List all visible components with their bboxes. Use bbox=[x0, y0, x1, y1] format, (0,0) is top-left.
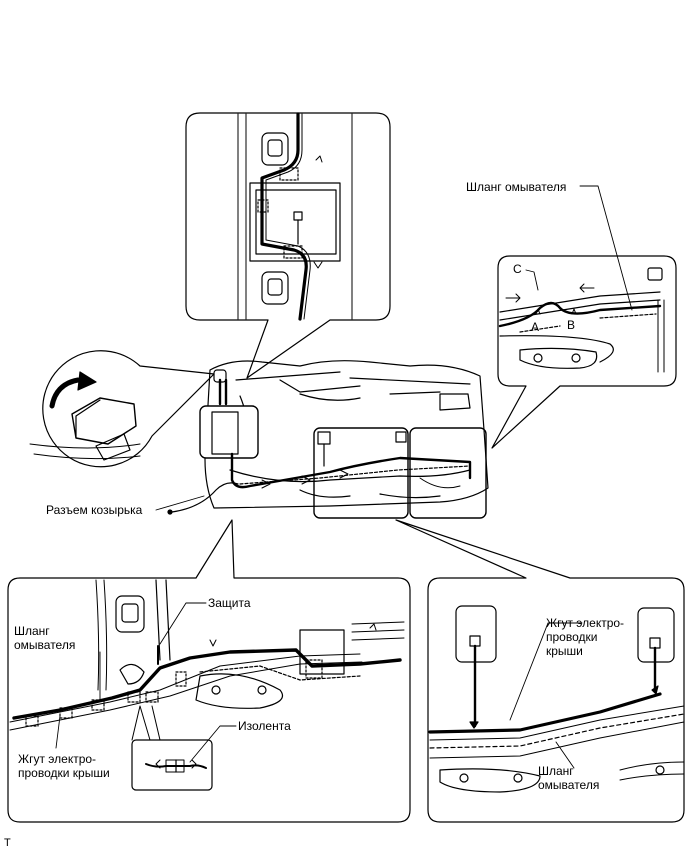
protector-label: Защита bbox=[208, 596, 251, 610]
visor-connector-callout bbox=[29, 350, 215, 468]
roof-overview bbox=[167, 360, 489, 519]
roof-harness-label-right: Жгут электро- проводки крыши bbox=[546, 616, 625, 658]
insulating-tape-label: Изолента bbox=[238, 719, 291, 733]
roof-harness-label-left: Жгут электро- проводки крыши bbox=[18, 752, 110, 780]
top-detail-callout bbox=[185, 112, 391, 379]
corner-mark: T bbox=[4, 837, 11, 849]
washer-hose-label-top: Шланг омывателя bbox=[466, 180, 567, 194]
leader-lines bbox=[55, 185, 633, 769]
point-b-label: B bbox=[567, 318, 576, 332]
bottom-left-detail-callout bbox=[7, 519, 411, 823]
bottom-right-detail-callout bbox=[395, 519, 685, 823]
washer-hose-label-right: Шланг омывателя bbox=[538, 764, 600, 792]
point-a-label: A bbox=[531, 320, 540, 334]
visor-connector-label: Разъем козырька bbox=[46, 503, 143, 517]
washer-hose-label-left: Шланг омывателя bbox=[14, 624, 76, 652]
right-detail-callout bbox=[491, 255, 677, 449]
point-c-label: C bbox=[513, 262, 522, 276]
